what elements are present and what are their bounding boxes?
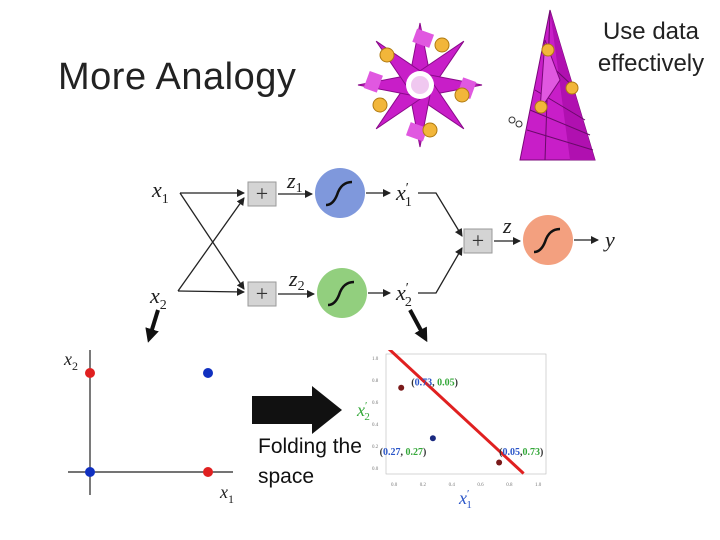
sigmoid-neuron-1 xyxy=(315,168,365,218)
sum-node-2: + xyxy=(247,281,277,307)
plot-frame xyxy=(385,353,547,475)
edge-x1-sum2 xyxy=(179,192,245,290)
hidden-point-label: (0.73, 0.05) xyxy=(411,378,458,389)
fold-arrow-icon xyxy=(252,386,342,434)
x-tick-label: 0.0 xyxy=(391,483,398,488)
slide-title: More Analogy xyxy=(58,56,297,98)
folding-label: Folding the space xyxy=(258,435,362,488)
x-tick-label: 1.0 xyxy=(535,483,542,488)
y-axis-label: x2 xyxy=(63,349,78,373)
sigmoid-neuron-out xyxy=(523,215,573,265)
z1-label: z1 xyxy=(286,168,303,196)
output-y-label: y xyxy=(603,227,615,252)
x-axis-label: x1 xyxy=(219,482,234,506)
input-point xyxy=(203,467,213,477)
y-tick-label: 0.6 xyxy=(372,401,379,406)
x-tick-label: 0.8 xyxy=(506,483,513,488)
svg-text:+: + xyxy=(256,181,268,206)
y-tick-label: 0.0 xyxy=(372,467,379,472)
origami-illustration xyxy=(357,9,596,161)
y-tick-label: 1.0 xyxy=(372,357,379,362)
hidden-space-plot: 0.0 0.2 0.4 0.6 0.8 1.0 1.0 0.8 0.6 0.4 0.2 0.0 (0.… xyxy=(366,350,566,510)
x-tick-label: 0.2 xyxy=(420,483,427,488)
input-point xyxy=(203,368,213,378)
input-x2-label: x2 xyxy=(149,283,167,313)
y-tick-label: 0.2 xyxy=(372,445,379,450)
z-out-label: z xyxy=(502,213,512,238)
edge-x2-sum1 xyxy=(177,197,245,292)
input-space-plot: x2 x1 xyxy=(63,349,234,506)
svg-text:+: + xyxy=(256,281,268,306)
origami-flower xyxy=(357,22,483,148)
y-tick-label: 0.4 xyxy=(372,423,379,428)
hidden-x1-label: x′1 xyxy=(395,180,412,210)
hidden-point-label: (0.27, 0.27) xyxy=(380,447,427,458)
input-point xyxy=(85,467,95,477)
sum-node-1: + xyxy=(247,181,277,207)
edge-x2-sum2 xyxy=(177,287,245,296)
input-x1-label: x1 xyxy=(151,177,169,207)
hidden-y-axis-label: x′2 xyxy=(355,400,381,431)
note-use-data: Use data effectively xyxy=(597,18,705,77)
svg-text:+: + xyxy=(472,228,484,253)
arrow-to-input-space xyxy=(145,309,160,343)
x-tick-label: 0.4 xyxy=(449,483,456,488)
hidden-x-axis-label: x′1 xyxy=(458,488,472,510)
z2-label: z2 xyxy=(288,266,305,294)
y-tick-label: 0.8 xyxy=(372,379,379,384)
input-point xyxy=(85,368,95,378)
x-tick-label: 0.6 xyxy=(477,483,484,488)
hidden-x2-label: x′2 xyxy=(395,280,412,310)
sigmoid-neuron-2 xyxy=(317,268,367,318)
svg-text:x′2: x′2 xyxy=(356,400,370,423)
hidden-point xyxy=(429,435,436,442)
origami-cone xyxy=(508,9,596,161)
hidden-point xyxy=(398,384,405,391)
sum-node-out: + xyxy=(463,228,493,254)
decision-line xyxy=(387,350,525,475)
hidden-point xyxy=(496,459,503,466)
hidden-point-label: (0.05,0.73) xyxy=(499,447,543,458)
arrow-to-hidden-space xyxy=(408,309,428,343)
